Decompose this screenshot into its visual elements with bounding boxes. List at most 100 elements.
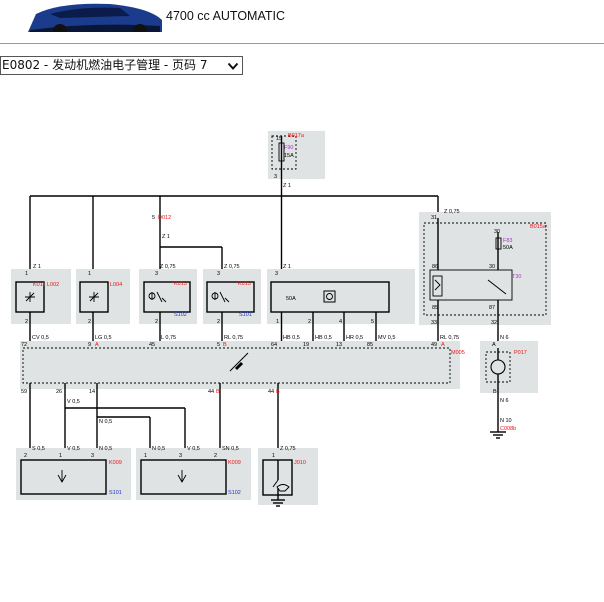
c0-pin-top: 1: [25, 271, 28, 277]
c4-rating: 50A: [286, 296, 296, 302]
c3-pin-bot: 2: [217, 319, 220, 325]
c2-code: S102: [174, 312, 187, 318]
c4-pin-top: 3: [275, 271, 278, 277]
c3-ecu-letter: B: [223, 342, 227, 348]
splice-wire: Z 1: [162, 234, 170, 240]
c4-wire-4: HR 0,5: [346, 335, 363, 341]
relay-pin-out-left: 33: [431, 320, 437, 326]
diagram-page-selector[interactable]: E0802 - 发动机燃油电子管理 - 页码 7: [0, 56, 243, 75]
c3-ecu-pin: 5: [217, 342, 220, 348]
vehicle-thumbnail: [0, 0, 165, 32]
ls0-pin-b: 1: [59, 453, 62, 459]
switch-wire: Z 0,75: [280, 446, 296, 452]
c2-ecu-pin: 45: [149, 342, 155, 348]
relay-pin-87: 87: [489, 305, 495, 311]
selector-value: E0802 - 发动机燃油电子管理 - 页码 7: [2, 58, 208, 72]
fuse-box-ref: B017a: [288, 133, 305, 139]
ecu-bot-pin-4: 44: [268, 389, 274, 395]
fuse-ref: F90: [284, 145, 293, 151]
relay-pin-30: 30: [489, 264, 495, 270]
c0-ref: K011: [33, 282, 45, 288]
ecu-bot-letter-4: B: [276, 389, 280, 395]
c1-wire-bot: LG 0,5: [95, 335, 112, 341]
motor-ref: P017: [514, 350, 527, 356]
motor-wire-top: N 6: [500, 335, 509, 341]
ls0-ref: K009: [109, 460, 122, 466]
ls1-pin-a: 1: [144, 453, 147, 459]
c4-pin-2: 2: [308, 319, 311, 325]
c1-ecu-pin: 9: [88, 342, 91, 348]
relay-fuse-ref: F83: [503, 238, 512, 244]
ls1-wire-c: SN 0,5: [222, 446, 239, 452]
c0-wire-bot: CV 0,5: [32, 335, 49, 341]
sensor-symbol-icons: [25, 279, 441, 492]
fuse-wire: Z 1: [283, 183, 291, 189]
c4-ecu-pin-2: 19: [303, 342, 309, 348]
ecu-bot-pin-2: 14: [89, 389, 95, 395]
motor-wire-bot: N 6: [500, 398, 509, 404]
header-divider: [0, 43, 604, 44]
ecu-letter-right: A: [441, 342, 445, 348]
c3-wire-bot: RL 0,75: [224, 335, 243, 341]
relay-pin-out-right: 32: [491, 320, 497, 326]
ecu-wire-right: RL 0,75: [440, 335, 459, 341]
motor-pin-bot: B: [493, 389, 497, 395]
ls0-code: S101: [109, 490, 122, 496]
c3-ref: K013: [238, 281, 251, 287]
ls1-ref: K009: [228, 460, 241, 466]
c3-wire-top: Z 0,75: [224, 264, 240, 270]
c0-pin-bot: 2: [25, 319, 28, 325]
c4-wire-top: Z 1: [283, 264, 291, 270]
ecu-ref: M005: [451, 350, 465, 356]
c1-ecu-letter: A: [95, 342, 99, 348]
engine-title: 4700 cc AUTOMATIC: [166, 9, 286, 23]
ls1-pin-c: 2: [214, 453, 217, 459]
relay-pin-86: 86: [432, 264, 438, 270]
c2-ref: K013: [174, 281, 187, 287]
c4-wire-1: HB 0,5: [283, 335, 300, 341]
ecu-bot-pin-1: 26: [56, 389, 62, 395]
ls0-wire-b: V 0,5: [67, 446, 80, 452]
switch-ref: J010: [294, 460, 306, 466]
ls0-wire-c: N 0,5: [99, 446, 112, 452]
fuse-rating: 15A: [284, 153, 294, 159]
c4-pin-4: 4: [339, 319, 342, 325]
ecu-pin-right: 49: [431, 342, 437, 348]
mid-wire-n: N 0,5: [99, 419, 112, 425]
c0-wire-top: Z 1: [33, 264, 41, 270]
ls1-code: S102: [228, 490, 241, 496]
splice-ref: D012: [158, 215, 171, 221]
relay-ref: T30: [512, 274, 521, 280]
c1-pin-bot: 2: [88, 319, 91, 325]
splice-pin: 5: [152, 215, 155, 221]
c3-code: S101: [239, 312, 252, 318]
ls1-wire-b: V 0,5: [187, 446, 200, 452]
fuse-pin-bottom: 3: [274, 174, 277, 180]
c3-pin-top: 3: [217, 271, 220, 277]
motor-pin-top: A: [492, 342, 496, 348]
injector-icon: [229, 352, 249, 372]
ecu-bot-pin-0: 59: [21, 389, 27, 395]
fuse-pin-top: 15: [276, 136, 282, 142]
ecu-bot-letter-3: B: [216, 389, 220, 395]
ls0-pin-c: 3: [91, 453, 94, 459]
relay-pin-85: 85: [432, 305, 438, 311]
ecu-bot-pin-3: 44: [208, 389, 214, 395]
relay-pin-in: 31: [431, 215, 437, 221]
c1-ref: L004: [110, 282, 122, 288]
c0-ecu-pin: 72: [21, 342, 27, 348]
ground-wire: N 10: [500, 418, 512, 424]
mid-wire-v: V 0,5: [67, 399, 80, 405]
switch-pin: 1: [272, 453, 275, 459]
c4-ecu-pin-1: 64: [271, 342, 277, 348]
relay-fuse-rating: 50A: [503, 245, 513, 251]
c2-wire-bot: L 0,75: [161, 335, 176, 341]
c4-pin-1: 1: [276, 319, 279, 325]
relay-box-ref: B015a: [530, 224, 547, 230]
c2-wire-top: Z 0,75: [160, 264, 176, 270]
c4-wire-2: HB 0,5: [315, 335, 332, 341]
c4-ecu-pin-4: 13: [336, 342, 342, 348]
chevron-down-icon[interactable]: [227, 60, 239, 72]
ground-ref: C008b: [500, 426, 516, 432]
